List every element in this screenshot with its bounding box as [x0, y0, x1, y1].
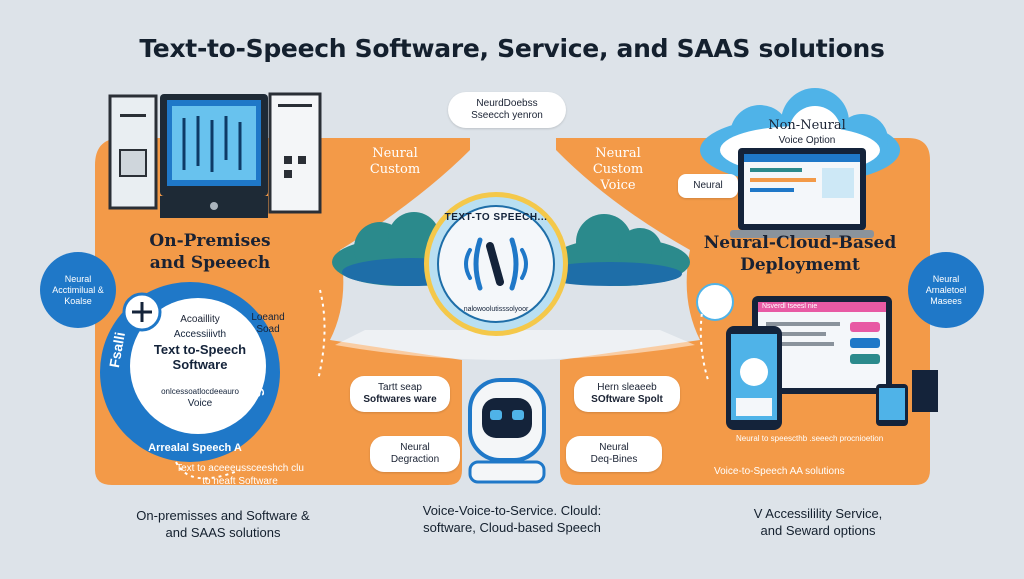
- circle-top-right-label: Loeand Soad: [238, 312, 298, 336]
- right-cloud-label-line-1: Non-Neural: [768, 118, 846, 133]
- left-computer-illustration: [108, 92, 322, 218]
- right-custom-line: Custom: [592, 162, 644, 177]
- left-heading-line-2: and Speeech: [149, 253, 271, 273]
- dotted-connector-left-2: [175, 461, 241, 480]
- right-neural-line: Neural: [595, 146, 641, 161]
- left-heading: On-Premises and Speeech: [120, 230, 300, 274]
- center-badge-top-text: TEXT-TO SPEECH...: [444, 212, 548, 223]
- left-bottom-caption-line-1: On-premisses and Software &: [136, 508, 310, 523]
- right-neural-tag: Neural: [678, 174, 738, 198]
- left-bottom-caption: On-premisses and Software & and SAAS sol…: [118, 507, 328, 541]
- right-voice-line: Voice: [600, 178, 636, 193]
- left-circle-graphic: [100, 282, 280, 462]
- left-side-badge: Neural Acctimilual & Koalse: [40, 262, 116, 318]
- circle-top-label: Acoaillity: [180, 314, 220, 325]
- page-title: Text-to-Speech Software, Service, and SA…: [139, 34, 885, 63]
- right-software-callout-line-2: SOftware Spolt: [591, 394, 663, 405]
- dotted-connector-right: [699, 299, 709, 381]
- left-neural-callout-line-2: Degraction: [390, 454, 440, 465]
- left-footnote: Text to aceeeussceeshch clu to neaft Sof…: [160, 462, 320, 488]
- left-software-callout-line-1: Tartt seap: [378, 382, 422, 393]
- right-heading: Neural-Cloud-Based Deploymemt: [700, 232, 900, 276]
- center-top-callout-line-1: NeurdDoebss: [476, 98, 538, 109]
- left-heading-line-1: On-Premises: [149, 231, 271, 251]
- center-light-band: [335, 330, 695, 360]
- right-side-badge-line-3: Masees: [930, 295, 962, 306]
- circle-title: Accessiiivth Text to-Speech Software: [140, 328, 260, 372]
- right-cloud-shape: [538, 214, 690, 286]
- left-bottom-caption-line-2: and SAAS solutions: [165, 525, 281, 540]
- right-laptop-illustration: [730, 148, 874, 238]
- right-footnote: Voice-to-Speech AA solutions: [714, 466, 845, 477]
- circle-subtitle-line-1: onlcessoatlocdeeauro: [161, 387, 239, 396]
- right-side-badge-bg: [908, 252, 984, 328]
- left-neural-callout-line-1: Neural: [400, 442, 430, 453]
- right-heading-line-1: Neural-Cloud-Based: [703, 233, 897, 253]
- right-side-badge-line-1: Neural: [932, 273, 960, 284]
- right-neural-callout: Neural Deq-Bines: [566, 436, 662, 472]
- dotted-connector-left: [317, 289, 326, 381]
- right-neural-callout-line-2: Deq-Bines: [590, 454, 638, 465]
- left-side-badge-line-1: Neural: [64, 273, 92, 284]
- left-footnote-line-2: to neaft Software: [202, 476, 278, 487]
- circle-top-right-line-2: Soad: [256, 324, 280, 335]
- center-bottom-caption-line-2: software, Cloud-based Speech: [423, 520, 601, 535]
- left-software-callout: Tartt seap Softwares ware: [350, 376, 450, 412]
- center-speech-badge: [424, 192, 568, 336]
- left-custom-line: Custom: [369, 162, 421, 177]
- circle-title-line-1: Accessiiivth: [173, 329, 227, 340]
- right-cloud-label-line-2: Voice Option: [778, 135, 836, 146]
- center-top-callout: NeurdDoebss Sseecch yenron: [448, 92, 566, 128]
- left-software-callout-line-2: Softwares ware: [363, 394, 437, 405]
- center-badge-bottom-text: nalowoolutisssolyoor: [463, 306, 529, 313]
- right-devices-illustration: [696, 283, 938, 430]
- circle-title-line-3: Software: [172, 357, 228, 372]
- right-screen-caption: Neural to speescthb .seeech procnioetion: [736, 434, 884, 443]
- right-bottom-caption: V Accessilility Service, and Seward opti…: [718, 505, 918, 539]
- center-top-callout-line-2: Sseecch yenron: [471, 110, 543, 121]
- left-neural-callout: Neural Degraction: [370, 436, 460, 472]
- right-neural-custom-voice-label: Neural Custom Voice: [568, 146, 668, 194]
- circle-subtitle-line-2: Voice: [187, 398, 213, 409]
- right-bottom-caption-line-2: and Seward options: [760, 523, 876, 538]
- circle-subtitle: onlcessoatlocdeeauro Voice: [140, 386, 260, 410]
- center-bottom-caption-line-1: Voice-Voice-to-Service. Clould:: [422, 503, 602, 518]
- right-heading-line-2: Deploymemt: [740, 255, 860, 275]
- right-neural-callout-line-1: Neural: [599, 442, 629, 453]
- circle-title-line-2: Text to-Speech: [153, 342, 247, 357]
- center-robot-illustration: [468, 378, 546, 484]
- circle-arc-bottom: Arrealal Speech A: [148, 442, 242, 454]
- right-side-badge: Neural Arnaletoel Masees: [908, 262, 984, 318]
- left-neural-custom-label: Neural Custom: [345, 146, 445, 178]
- right-cloud-label: Non-Neural Voice Option: [752, 118, 862, 148]
- right-software-callout-line-1: Hern sleaeeb: [597, 382, 657, 393]
- right-software-callout: Hern sleaeeb SOftware Spolt: [574, 376, 680, 412]
- right-bottom-caption-line-1: V Accessilility Service,: [753, 506, 883, 521]
- center-bottom-caption: Voice-Voice-to-Service. Clould: software…: [402, 502, 622, 536]
- left-side-badge-bg: [40, 252, 116, 328]
- left-neural-line: Neural: [372, 146, 418, 161]
- circle-top-right-line-1: Loeand: [251, 312, 285, 323]
- left-side-badge-line-3: Koalse: [64, 295, 92, 306]
- left-footnote-line-1: Text to aceeeussceeshch clu: [176, 463, 304, 474]
- left-side-badge-line-2: Acctimilual &: [52, 284, 104, 295]
- right-side-badge-line-2: Arnaletoel: [925, 284, 967, 295]
- right-tablet-title: Nsverdl tseesl nie: [762, 303, 818, 310]
